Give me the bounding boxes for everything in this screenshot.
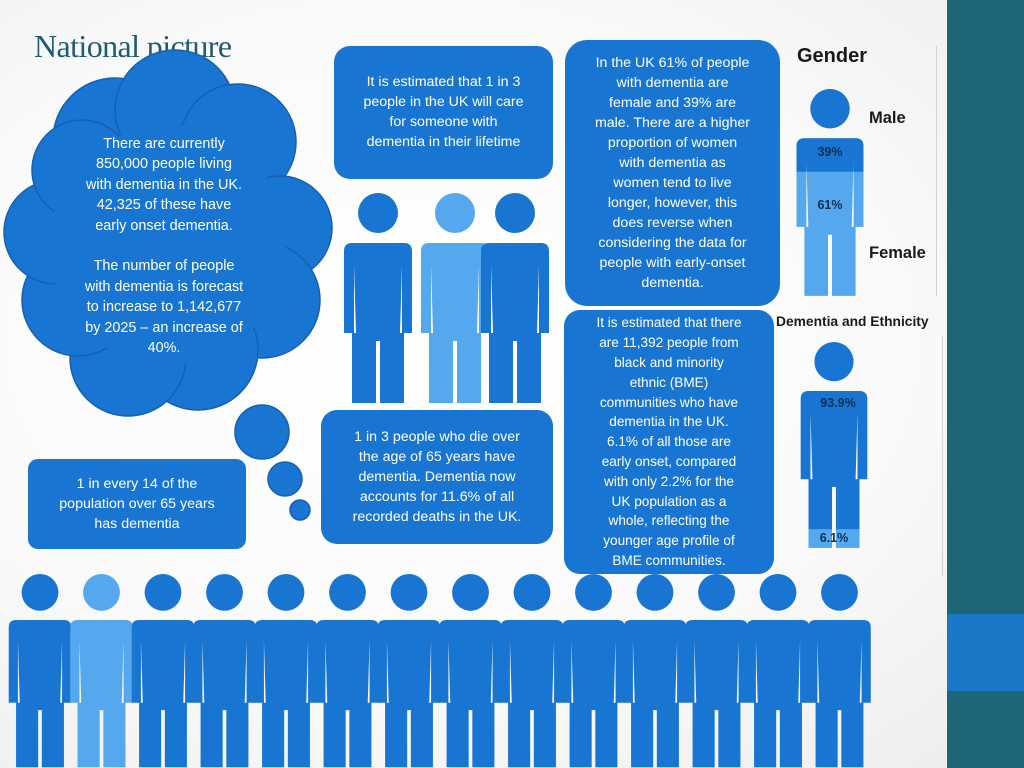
gender-line: people with early-onset [599, 255, 746, 271]
cloud-line: to increase to 1,142,677 [86, 299, 242, 316]
carer-people-group [344, 193, 549, 403]
carer-line: for someone with [389, 114, 498, 130]
gender-line: does reverse when [612, 215, 733, 231]
person-icon [344, 193, 412, 403]
bme-line: early onset, compared [601, 453, 737, 469]
majority-share-fill [800, 342, 868, 548]
population-people-row [8, 573, 871, 768]
bme-line: whole, reflecting the [608, 513, 730, 529]
cloud-line: The number of people [93, 258, 235, 275]
bme-line: BME communities. [612, 552, 726, 568]
cloud-line: There are currently [103, 136, 225, 152]
gender-line: with dementia as [619, 155, 726, 171]
gender-line: In the UK 61% of people [595, 55, 750, 71]
gender-statistic-box: In the UK 61% of people with dementia ar… [565, 40, 780, 306]
bme-line: 6.1% of all those are [607, 434, 731, 450]
deaths-line: recorded deaths in the UK. [352, 509, 522, 525]
bme-line: It is estimated that there [596, 315, 742, 331]
cloud-line: by 2025 – an increase of [85, 319, 243, 336]
deaths-statistic-box: 1 in 3 people who die over the age of 65… [321, 410, 553, 544]
male-share-fill [796, 88, 864, 172]
bme-line: UK population as a [611, 493, 727, 509]
gender-line: female and 39% are [609, 95, 736, 111]
deaths-line: accounts for 11.6% of all [359, 489, 515, 505]
fourteen-line: has dementia [94, 516, 180, 532]
gender-line: male. There are a higher [594, 115, 751, 131]
bme-percentage: 6.1% [819, 531, 849, 545]
cloud-statistics-text: There are currently 850,000 people livin… [66, 134, 262, 358]
cloud-line: early onset dementia. [95, 217, 233, 234]
person-icon [316, 574, 379, 768]
side-band-accent [947, 614, 1024, 691]
gender-line: with dementia are [616, 75, 729, 91]
cloud-line: with dementia is forecast [84, 278, 244, 295]
person-icon [70, 574, 133, 768]
cloud-line: 42,325 of these have [96, 197, 232, 214]
divider-gender [936, 46, 937, 296]
one-in-fourteen-box: 1 in every 14 of the population over 65 … [28, 459, 246, 549]
person-icon [377, 574, 441, 768]
person-icon [254, 573, 318, 768]
person-icon [193, 574, 256, 768]
deaths-line: dementia. Dementia now [358, 469, 516, 485]
person-icon [746, 574, 810, 768]
person-icon [131, 574, 195, 768]
carer-line: people in the UK will care [363, 94, 524, 110]
male-percentage: 39% [817, 145, 843, 159]
person-icon [439, 573, 502, 768]
gender-line: dementia. [641, 275, 704, 291]
gender-line: considering the data for [598, 235, 747, 251]
divider-ethnicity [942, 336, 943, 576]
bme-line: younger age profile of [603, 533, 735, 549]
carer-line: dementia in their lifetime [366, 134, 521, 150]
majority-ethnicity-percentage: 93.9% [820, 396, 856, 410]
deaths-line: 1 in 3 people who die over [354, 429, 520, 445]
fourteen-line: population over 65 years [59, 496, 215, 512]
cloud-body [50, 125, 286, 365]
female-percentage: 61% [817, 198, 843, 212]
gender-line: proportion of women [607, 135, 738, 151]
person-icon [562, 573, 625, 768]
ethnicity-heading: Dementia and Ethnicity [776, 314, 929, 329]
bme-line: dementia in the UK. [609, 414, 729, 430]
male-label: Male [869, 109, 906, 127]
thought-bubble [289, 499, 311, 521]
thought-bubble [234, 404, 290, 460]
person-icon [421, 193, 489, 403]
bme-line: ethnic (BME) [629, 374, 709, 390]
gender-line: longer, however, this [607, 195, 738, 211]
person-icon [623, 574, 687, 768]
gender-figure [796, 88, 864, 296]
ethnicity-figure [800, 342, 868, 548]
female-label: Female [869, 244, 926, 262]
person-icon [8, 574, 72, 768]
cloud-line: 40%. [147, 340, 181, 357]
bme-statistic-box: It is estimated that there are 11,392 pe… [564, 310, 774, 574]
carer-statistic-box: It is estimated that 1 in 3 people in th… [334, 46, 553, 179]
gender-line: women tend to live [613, 175, 732, 191]
carer-line: It is estimated that 1 in 3 [366, 74, 521, 90]
thought-bubbles [234, 404, 311, 521]
person-icon [685, 574, 748, 768]
bme-line: black and minority [614, 354, 724, 370]
bme-line: communities who have [599, 394, 739, 410]
cloud-line: with dementia in the UK. [86, 176, 242, 193]
person-icon [808, 574, 871, 768]
gender-heading: Gender [797, 45, 868, 67]
bme-line: are 11,392 people from [599, 335, 739, 351]
person-icon [481, 193, 549, 403]
person-icon [500, 573, 564, 768]
fourteen-line: 1 in every 14 of the [76, 476, 198, 492]
bme-line: with only 2.2% for the [604, 473, 734, 489]
thought-bubble [267, 461, 303, 497]
cloud-line: 850,000 people living [95, 156, 233, 173]
thought-cloud [3, 49, 333, 417]
deaths-line: the age of 65 years have [358, 449, 516, 465]
